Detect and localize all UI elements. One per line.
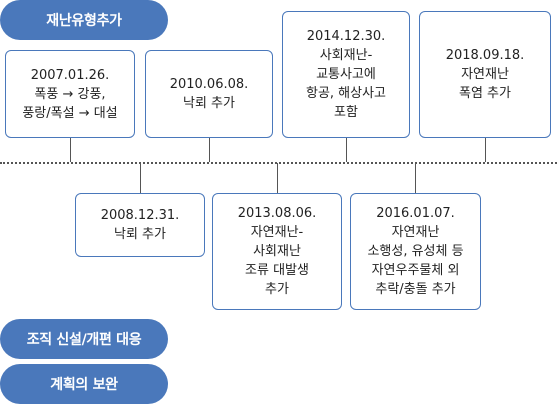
plan-supplement-label: 계획의 보완 xyxy=(50,377,118,393)
event-card-2014: 2014.12.30. 사회재난- 교통사고에 항공, 해상사고 포함 xyxy=(282,11,410,138)
connector-line xyxy=(140,163,141,193)
connector-line xyxy=(346,138,347,162)
category-pill-label: 재난유형추가 xyxy=(46,13,122,29)
plan-supplement-pill: 계획의 보완 xyxy=(0,364,168,404)
org-response-pill: 조직 신설/개편 대응 xyxy=(0,319,168,359)
event-text: 2016.01.07. 자연재난 소행성, 유성체 등 자연우주물체 외 추락/… xyxy=(367,206,464,297)
connector-line xyxy=(277,163,278,193)
event-card-2018: 2018.09.18. 자연재난 폭염 추가 xyxy=(419,11,551,138)
category-pill-disaster-type: 재난유형추가 xyxy=(0,0,168,40)
event-text: 2013.08.06. 자연재난- 사회재난 조류 대발생 추가 xyxy=(237,206,317,297)
event-card-2013: 2013.08.06. 자연재난- 사회재난 조류 대발생 추가 xyxy=(212,193,342,310)
event-text: 2007.01.26. 폭풍 → 강풍, 풍랑/폭설 → 대설 xyxy=(22,67,118,121)
connector-line xyxy=(415,163,416,193)
event-card-2007: 2007.01.26. 폭풍 → 강풍, 풍랑/폭설 → 대설 xyxy=(5,50,135,138)
event-text: 2018.09.18. 자연재난 폭염 추가 xyxy=(445,48,525,101)
connector-line xyxy=(209,138,210,162)
event-card-2008: 2008.12.31. 낙뢰 추가 xyxy=(75,193,205,257)
timeline-axis xyxy=(0,162,557,164)
org-response-label: 조직 신설/개편 대응 xyxy=(26,332,142,348)
connector-line xyxy=(485,138,486,162)
event-card-2010: 2010.06.08. 낙뢰 추가 xyxy=(145,50,273,138)
event-text: 2008.12.31. 낙뢰 추가 xyxy=(100,208,180,242)
event-card-2016: 2016.01.07. 자연재난 소행성, 유성체 등 자연우주물체 외 추락/… xyxy=(350,193,481,310)
connector-line xyxy=(70,138,71,162)
event-text: 2010.06.08. 낙뢰 추가 xyxy=(169,77,249,111)
event-text: 2014.12.30. 사회재난- 교통사고에 항공, 해상사고 포함 xyxy=(305,29,387,120)
